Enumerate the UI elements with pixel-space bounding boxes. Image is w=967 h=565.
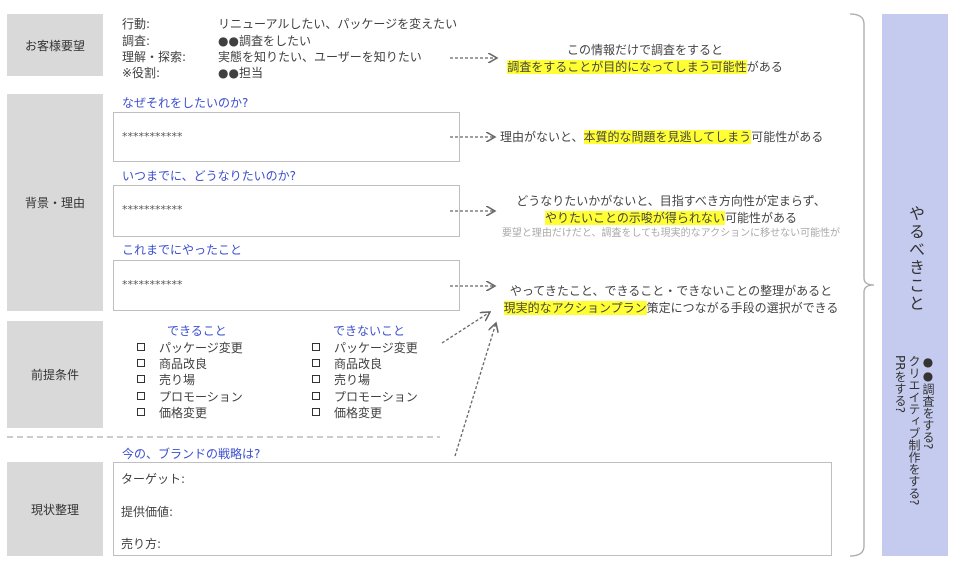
todo-title: やるべきこと (906, 205, 925, 313)
current-question: 今の、ブランドの戦略は? (122, 447, 261, 461)
request-key: ※役割: (122, 66, 161, 80)
note-when: どうなりたいかがないと、目指すべき方向性が定まらず、 やりたいことの示唆が得られ… (496, 193, 846, 240)
request-key: 調査: (122, 34, 151, 48)
field-sales: 売り方: (121, 537, 162, 551)
checkbox[interactable] (137, 359, 145, 368)
note-line: この情報だけで調査をすると (566, 43, 723, 57)
question-when: いつまでに、どうなりたいのか? (122, 169, 297, 183)
request-key: 理解・探索: (122, 50, 187, 64)
cannot-list: パッケージ変更 商品改良 売り場 プロモーション 価格変更 (312, 340, 418, 421)
field-target: ターゲット: (121, 472, 186, 486)
todo-item: PRをする? (893, 355, 907, 413)
todo-item: クリエイティブ制作をする? (907, 355, 921, 506)
answer-text: *********** (122, 130, 183, 143)
label-current: 現状整理 (7, 462, 103, 556)
checkbox[interactable] (137, 343, 145, 351)
answer-box-why[interactable]: *********** (113, 112, 460, 162)
can-item: パッケージ変更 (137, 340, 243, 356)
checkbox[interactable] (312, 359, 320, 368)
label-request: お客様要望 (7, 14, 103, 76)
checkbox[interactable] (137, 375, 145, 384)
todo-panel (882, 14, 948, 556)
note-line: どうなりたいかがないと、目指すべき方向性が定まらず、 (516, 194, 826, 208)
note-text: 可能性がある (751, 130, 824, 144)
answer-box-when[interactable]: *********** (113, 185, 460, 237)
note-why: 理由がないと、本質的な問題を見逃してしまう可能性がある (500, 129, 823, 146)
note-highlight: 現実的なアクションプラン (503, 301, 647, 315)
note-line: やってきたこと、できること・できないことの整理があると (509, 284, 833, 298)
answer-text: *********** (122, 278, 183, 291)
note-text: 可能性がある (724, 211, 797, 225)
todo-items: ●●調査をする? クリエイティブ制作をする? PRをする? (893, 355, 935, 505)
cannot-item: 売り場 (312, 372, 418, 388)
note-request: この情報だけで調査をすると 調査をすることが目的になってしまう可能性がある (500, 42, 790, 76)
request-value: 実態を知りたい、ユーザーを知りたい (218, 50, 422, 64)
can-list: パッケージ変更 商品改良 売り場 プロモーション 価格変更 (137, 340, 243, 421)
checkbox[interactable] (312, 391, 320, 400)
can-item: プロモーション (137, 389, 243, 405)
todo-item: ●●調査をする? (921, 355, 935, 450)
cannot-title: できないこと (333, 324, 406, 338)
checkbox[interactable] (312, 343, 320, 351)
note-text: 策定につながる手段の選択ができる (646, 301, 839, 315)
checkbox[interactable] (137, 407, 145, 416)
note-highlight: 調査をすることが目的になってしまう可能性 (507, 60, 747, 74)
current-box[interactable]: ターゲット: 提供価値: 売り方: (113, 462, 832, 556)
request-key: 行動: (122, 17, 151, 31)
note-faint: 要望と理由だけだと、調査をしても現実的なアクションに移せない可能性が (501, 228, 841, 239)
checkbox[interactable] (312, 407, 320, 416)
answer-text: *********** (122, 203, 183, 216)
cannot-item: パッケージ変更 (312, 340, 418, 356)
field-value: 提供価値: (121, 505, 174, 519)
label-preconditions: 前提条件 (7, 321, 103, 428)
request-value: ●●調査をしたい (218, 34, 311, 48)
can-item: 売り場 (137, 372, 243, 388)
cannot-item: プロモーション (312, 389, 418, 405)
checkbox[interactable] (312, 375, 320, 384)
arrow (441, 312, 490, 344)
question-why: なぜそれをしたいのか? (122, 96, 249, 110)
label-background: 背景・理由 (7, 94, 103, 311)
checkbox[interactable] (137, 391, 145, 400)
cannot-item: 商品改良 (312, 356, 418, 372)
answer-box-done[interactable]: *********** (113, 260, 460, 311)
can-item: 価格変更 (137, 405, 243, 421)
note-text: がある (746, 60, 783, 74)
note-text: 理由がないと、 (500, 130, 584, 144)
cannot-item: 価格変更 (312, 405, 418, 421)
note-highlight: 本質的な問題を見逃してしまう (583, 130, 752, 144)
note-done: やってきたこと、できること・できないことの整理があると 現実的なアクションプラン… (496, 283, 846, 317)
can-title: できること (167, 324, 227, 338)
note-highlight: やりたいことの示唆が得られない (545, 211, 725, 225)
arrow (454, 323, 496, 457)
bracket (849, 13, 875, 557)
request-value: リニューアルしたい、パッケージを変えたい (218, 17, 458, 31)
request-value: ●●担当 (218, 66, 263, 80)
can-item: 商品改良 (137, 356, 243, 372)
question-done: これまでにやったこと (122, 243, 243, 257)
